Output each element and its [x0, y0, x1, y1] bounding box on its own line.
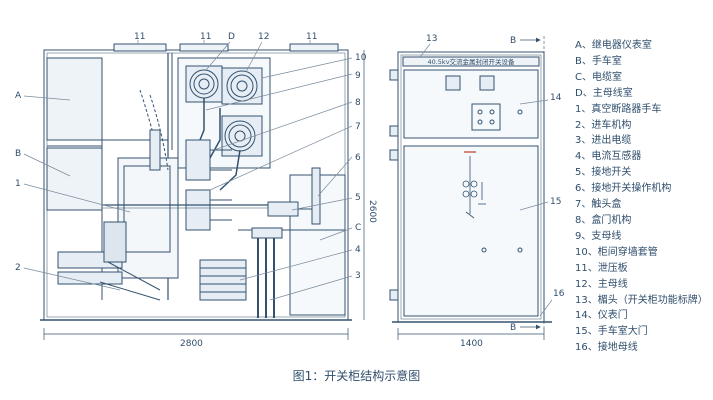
legend-item: 3、进出电缆	[575, 135, 632, 147]
nameplate-text: 40.5kv交流金属封闭开关设备	[427, 57, 515, 66]
legend-item: 13、楣头（开关柜功能标牌）	[575, 294, 708, 306]
callout-c: C	[355, 223, 361, 233]
callout-16: 16	[553, 289, 565, 299]
callout-13: 13	[426, 34, 437, 44]
legend-item: B、手车室	[575, 55, 622, 67]
callout-11c: 11	[306, 32, 317, 42]
contact-boxes	[185, 139, 232, 231]
callout-8: 8	[355, 98, 361, 108]
current-transformer	[199, 259, 247, 301]
callout-a: A	[15, 91, 22, 101]
side-height-dim: 2600	[367, 200, 377, 223]
legend-item: C、电缆室	[575, 71, 622, 83]
legend-item: 1、真空断路器手车	[575, 103, 662, 115]
legend-item: 7、触头盒	[575, 199, 622, 211]
legend-item: 2、进车机构	[575, 119, 632, 131]
callout-1: 1	[15, 179, 21, 189]
truck-mechanism	[57, 221, 161, 301]
relief-plate-3	[289, 43, 339, 52]
single-line-schematic	[462, 151, 486, 219]
callout-7: 7	[355, 122, 361, 132]
front-width-dim: 1400	[460, 339, 483, 349]
callout-11b: 11	[200, 32, 211, 42]
callout-d: D	[228, 32, 235, 42]
side-width-dim: 2800	[180, 339, 203, 349]
callout-5: 5	[355, 193, 361, 203]
legend-item: 16、接地母线	[575, 342, 638, 354]
legend-item: 14、仪表门	[575, 310, 628, 322]
relief-plate-2	[179, 43, 229, 52]
callout-12: 12	[258, 32, 269, 42]
legend-item: 8、盒门机构	[575, 214, 632, 226]
callout-4: 4	[355, 245, 361, 255]
callout-15: 15	[550, 197, 561, 207]
earthing-switch	[267, 167, 321, 225]
legend-item: 10、柜间穿墙套管	[575, 246, 658, 258]
legend-item: 9、支母线	[575, 230, 622, 242]
callout-3: 3	[355, 271, 361, 281]
breaker-truck	[102, 89, 290, 279]
callout-6: 6	[355, 153, 361, 163]
truck-compartment	[46, 147, 103, 211]
legend-item: 6、接地开关操作机构	[575, 183, 672, 195]
figure-caption: 图1：开关柜结构示意图	[292, 369, 421, 383]
legend-item: 5、接地开关	[575, 167, 632, 179]
legend-item: D、主母线室	[575, 87, 633, 99]
legend-item: 12、主母线	[575, 278, 628, 290]
legend-item: 15、手车室大门	[575, 326, 648, 338]
main-busbar	[185, 65, 263, 157]
nameplate-strip	[402, 56, 540, 67]
truck-door	[403, 145, 539, 317]
legend-item: 4、电流互感器	[575, 151, 642, 163]
legend: A、继电器仪表室 B、手车室 C、电缆室 D、主母线室 1、真空断路器手车 2、进车机构 3…	[575, 38, 710, 356]
callout-11a: 11	[134, 32, 145, 42]
relief-plate-1	[113, 43, 167, 52]
section-mark-bottom: B	[510, 323, 516, 333]
callout-14: 14	[550, 93, 562, 103]
side-view	[23, 40, 365, 340]
legend-item: 11、泄压板	[575, 262, 628, 274]
callout-9: 9	[355, 71, 361, 81]
callout-b: B	[15, 149, 21, 159]
legend-item: A、继电器仪表室	[575, 40, 652, 51]
callout-2: 2	[15, 263, 21, 273]
instrument-door	[403, 69, 539, 139]
section-mark-top: B	[510, 36, 516, 46]
front-view	[389, 36, 553, 340]
callout-10: 10	[355, 53, 367, 63]
